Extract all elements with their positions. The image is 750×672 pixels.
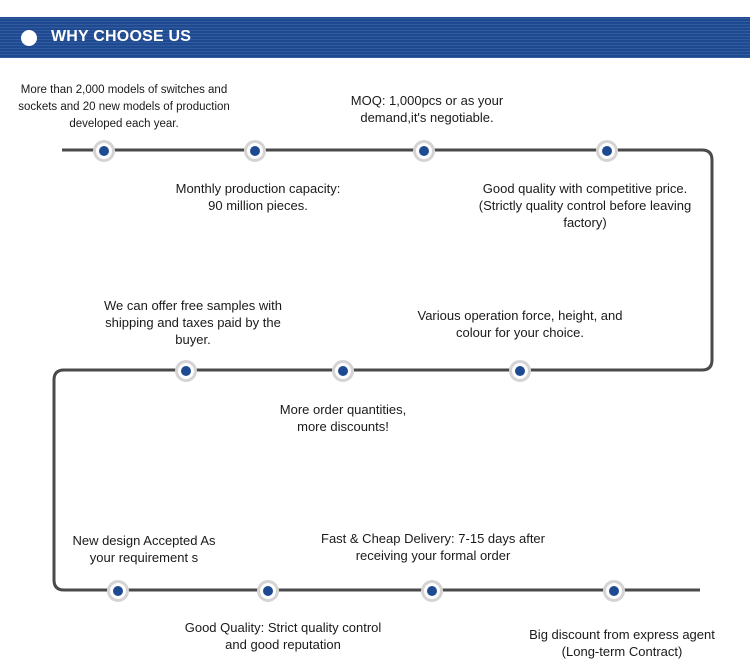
item-label-delivery: Fast & Cheap Delivery: 7-15 days after r… (321, 531, 545, 563)
flow-node (244, 140, 266, 162)
section-title: WHY CHOOSE US (51, 28, 192, 45)
flow-node-dot (602, 146, 612, 156)
flow-node-dot (181, 366, 191, 376)
bullet-icon (21, 30, 37, 46)
flow-node-dot (99, 146, 109, 156)
flow-node-dot (338, 366, 348, 376)
item-label-quality-price: Good quality with competitive price. (St… (478, 181, 692, 230)
flow-node-dot (609, 586, 619, 596)
flow-node (596, 140, 618, 162)
flow-node-dot (419, 146, 429, 156)
item-label-free-samples: We can offer free samples with shipping … (104, 298, 282, 347)
flow-node (509, 360, 531, 382)
item-label-capacity: Monthly production capacity: 90 million … (175, 181, 341, 213)
flow-node (603, 580, 625, 602)
flow-node (93, 140, 115, 162)
flow-node (332, 360, 354, 382)
flow-node (257, 580, 279, 602)
flow-node (107, 580, 129, 602)
flow-node (421, 580, 443, 602)
item-label-operation-force: Various operation force, height, and col… (417, 308, 623, 340)
flow-node (175, 360, 197, 382)
flow-node (413, 140, 435, 162)
flow-node-dot (263, 586, 273, 596)
item-label-discounts: More order quantities, more discounts! (279, 402, 407, 434)
flow-node-dot (427, 586, 437, 596)
item-label-models: More than 2,000 models of switches and s… (18, 84, 230, 130)
header-banner: WHY CHOOSE US (0, 17, 750, 58)
flow-node-dot (515, 366, 525, 376)
item-label-express-discount: Big discount from express agent (Long-te… (529, 627, 715, 659)
item-label-moq: MOQ: 1,000pcs or as your demand,it's neg… (350, 93, 504, 125)
item-label-good-quality: Good Quality: Strict quality control and… (184, 620, 382, 652)
flow-node-dot (113, 586, 123, 596)
flow-path-line (52, 148, 714, 592)
flow-node-dot (250, 146, 260, 156)
item-label-new-design: New design Accepted As your requirement … (72, 533, 216, 565)
